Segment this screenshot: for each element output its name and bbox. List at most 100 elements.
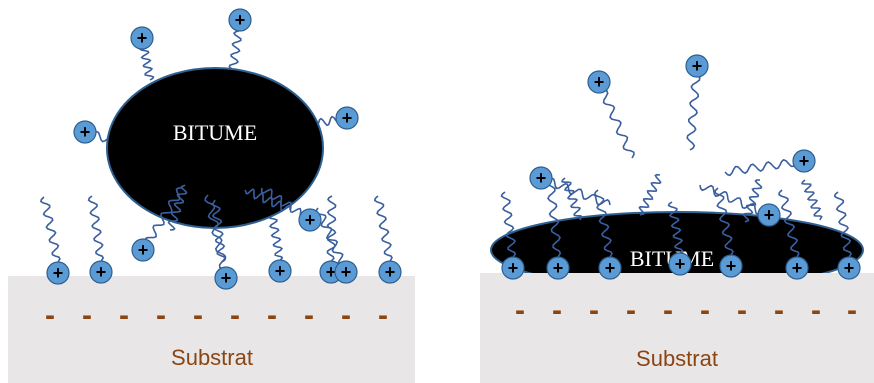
left-surfactant-tails-inside (142, 184, 348, 279)
head-circle (298, 208, 322, 232)
plus-sign: + (553, 258, 564, 278)
negative-charge: - (45, 299, 55, 332)
negative-charge: - (341, 299, 351, 332)
plus-sign: + (221, 268, 232, 288)
plus-sign: + (235, 10, 246, 30)
surfactant-head: + (268, 259, 292, 283)
surfactant-tail (267, 213, 284, 262)
surfactant-tail (315, 207, 348, 273)
surfactant-tail (500, 191, 517, 259)
head-circle (685, 54, 709, 78)
plus-sign: + (675, 254, 686, 274)
head-circle (529, 166, 553, 190)
plus-sign: + (342, 108, 353, 128)
negative-charge: - (847, 294, 857, 327)
surfactant-tail (540, 177, 611, 206)
head-circle (131, 238, 155, 262)
head-circle (719, 254, 743, 278)
plus-sign: + (844, 258, 855, 278)
negative-charge: - (737, 294, 747, 327)
surfactant-tail (686, 65, 701, 151)
negative-charge: - (193, 299, 203, 332)
head-circle (785, 256, 809, 280)
plus-sign: + (792, 258, 803, 278)
head-circle (792, 149, 816, 173)
head-circle (757, 203, 781, 227)
surfactant-tail (39, 196, 61, 264)
left-surfactant-heads: +++++++++++++ (46, 8, 402, 290)
plus-sign: + (341, 262, 352, 282)
negative-charge: - (304, 299, 314, 332)
surfactant-tail (593, 189, 613, 259)
right-panel: BITUME ---------- Substrat ++++++++++++ (480, 54, 874, 383)
negative-charge: - (267, 299, 277, 332)
head-circle (378, 260, 402, 284)
head-circle (334, 260, 358, 284)
surfactant-head: + (228, 8, 252, 32)
surfactant-tail (699, 184, 770, 216)
negative-charge: - (119, 299, 129, 332)
head-circle (501, 256, 525, 280)
plus-sign: + (96, 262, 107, 282)
negative-charge: - (589, 294, 599, 327)
plus-sign: + (385, 262, 396, 282)
surfactant-head: + (130, 26, 154, 50)
head-circle (73, 120, 97, 144)
surfactant-head: + (792, 149, 816, 173)
surfactant-head: + (685, 54, 709, 78)
surfactant-tail (87, 195, 105, 263)
surfactant-head: + (46, 261, 70, 285)
surfactant-head: + (378, 260, 402, 284)
negative-charge: - (774, 294, 784, 327)
right-surfactant-heads: ++++++++++++ (501, 54, 861, 280)
surfactant-tail (244, 188, 291, 212)
surfactant-tail (801, 179, 823, 221)
left-substrate-charges: ---------- (45, 299, 388, 332)
negative-charge: - (82, 299, 92, 332)
plus-sign: + (764, 205, 775, 225)
plus-sign: + (536, 168, 547, 188)
head-circle (668, 252, 692, 276)
plus-sign: + (138, 240, 149, 260)
surfactant-head: + (529, 166, 553, 190)
head-circle (46, 261, 70, 285)
head-circle (130, 26, 154, 50)
surfactant-head: + (719, 254, 743, 278)
plus-sign: + (508, 258, 519, 278)
surfactant-tail (211, 199, 227, 263)
negative-charge: - (663, 294, 673, 327)
surfactant-head: + (334, 260, 358, 284)
surfactant-head: + (298, 208, 322, 232)
negative-charge: - (700, 294, 710, 327)
surfactant-head: + (89, 260, 113, 284)
right-substrate (480, 273, 874, 383)
surfactant-head: + (73, 120, 97, 144)
plus-sign: + (137, 28, 148, 48)
head-circle (587, 70, 611, 94)
surfactant-head: + (598, 256, 622, 280)
surfactant-tail (545, 177, 562, 259)
negative-charge: - (515, 294, 525, 327)
plus-sign: + (726, 256, 737, 276)
surfactant-tail (742, 179, 763, 223)
negative-charge: - (811, 294, 821, 327)
surfactant-head: + (668, 252, 692, 276)
right-substrate-label: Substrat (636, 346, 718, 371)
left-bitumen-label: BITUME (173, 120, 257, 145)
negative-charge: - (626, 294, 636, 327)
surfactant-head: + (757, 203, 781, 227)
surfactant-tail (638, 173, 662, 216)
head-circle (546, 256, 570, 280)
head-circle (228, 8, 252, 32)
head-circle (335, 106, 359, 130)
negative-charge: - (378, 299, 388, 332)
surfactant-tail (561, 177, 583, 221)
negative-charge: - (552, 294, 562, 327)
surfactant-tail (204, 194, 229, 279)
head-circle (214, 266, 238, 290)
surfactant-tail (833, 191, 853, 259)
surfactant-tail (778, 189, 800, 259)
surfactant-head: + (837, 256, 861, 280)
negative-charge: - (156, 299, 166, 332)
